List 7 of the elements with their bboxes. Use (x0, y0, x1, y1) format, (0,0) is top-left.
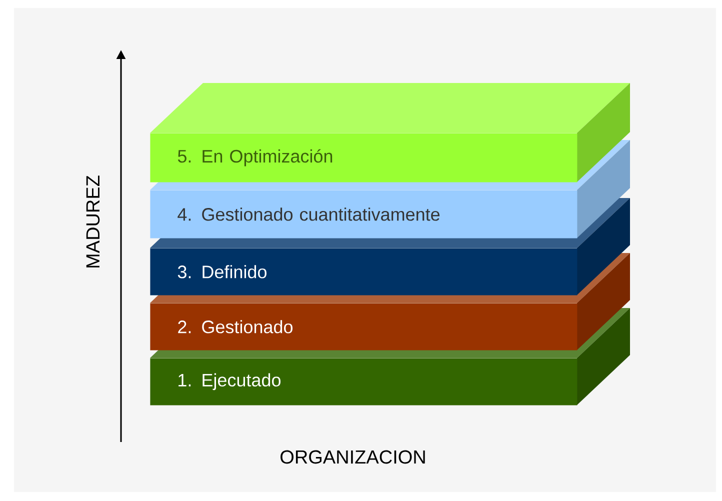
level-box: 2. Gestionado (150, 303, 578, 350)
axis-label: MADUREZ (86, 176, 100, 268)
level-box: 4. Gestionado cuantitativamente (150, 190, 578, 238)
axis-label: ORGANIZACION (280, 450, 425, 464)
level-box: 1. Ejecutado (150, 358, 578, 406)
level-box: 5. En Optimización (150, 133, 578, 182)
level-box: 3. Definido (150, 248, 578, 296)
